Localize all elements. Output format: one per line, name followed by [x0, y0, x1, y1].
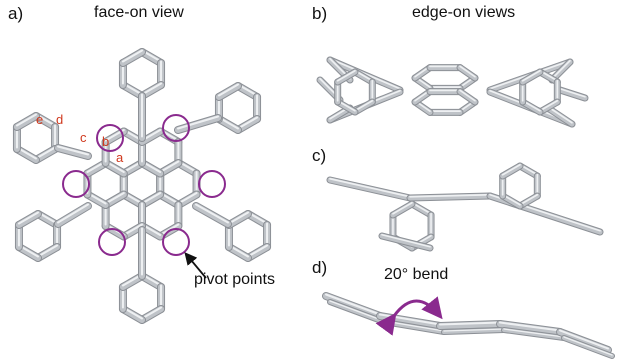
bond [214, 82, 242, 101]
pivot-points-label: pivot points [194, 271, 275, 288]
atom-label-a: a [116, 150, 124, 165]
pivot-arrow [184, 252, 207, 279]
pivot-ring [96, 124, 124, 152]
bend-arrow [375, 296, 443, 336]
bond [118, 48, 146, 67]
bond [556, 328, 612, 354]
pivot-markers [62, 114, 226, 256]
bond [406, 192, 494, 202]
panel-label-b: b) [312, 4, 328, 23]
bond [174, 114, 222, 134]
bond [426, 64, 464, 72]
atom-label-e: e [36, 112, 44, 127]
annotation-arrows [184, 252, 443, 336]
bond [334, 68, 359, 86]
bond [519, 68, 544, 86]
panel-label-d: d) [312, 258, 328, 277]
panel-label-a: a) [8, 4, 24, 23]
atom-label-c: c [80, 130, 87, 145]
pivot-ring [98, 228, 126, 256]
face-on-molecule [12, 48, 272, 324]
bond [54, 202, 92, 228]
bond [14, 210, 42, 229]
panel-label-c: c) [312, 146, 327, 165]
pivot-ring [162, 228, 190, 256]
bond [456, 88, 479, 106]
pivot-ring [62, 170, 90, 198]
atom-label-b: b [102, 134, 110, 149]
pivot-ring [198, 170, 226, 198]
pivot-ring [162, 114, 190, 142]
bend-angle-label: 20° bend [384, 266, 449, 283]
bond [389, 200, 416, 219]
bond [436, 320, 504, 330]
bond [561, 335, 615, 359]
caption-face-on: face-on view [94, 4, 184, 21]
edge-on-molecule-b [316, 56, 589, 128]
bond [499, 162, 524, 180]
bond [544, 104, 576, 128]
bond [426, 88, 464, 96]
bond [192, 202, 232, 228]
bond [456, 64, 479, 82]
bond [556, 86, 589, 102]
bond [327, 299, 387, 325]
bond [326, 176, 414, 202]
edge-on-molecule-d [322, 292, 615, 359]
atom-label-d: d [56, 112, 64, 127]
bond [441, 327, 507, 335]
caption-edge-on: edge-on views [412, 4, 516, 21]
bond [54, 144, 92, 160]
bond [496, 320, 564, 336]
bond [322, 292, 384, 320]
edge-on-molecule-c [326, 162, 604, 252]
bond [426, 108, 464, 116]
bond [12, 112, 40, 131]
bond [378, 232, 434, 252]
bond [224, 210, 252, 229]
bond [501, 327, 567, 341]
